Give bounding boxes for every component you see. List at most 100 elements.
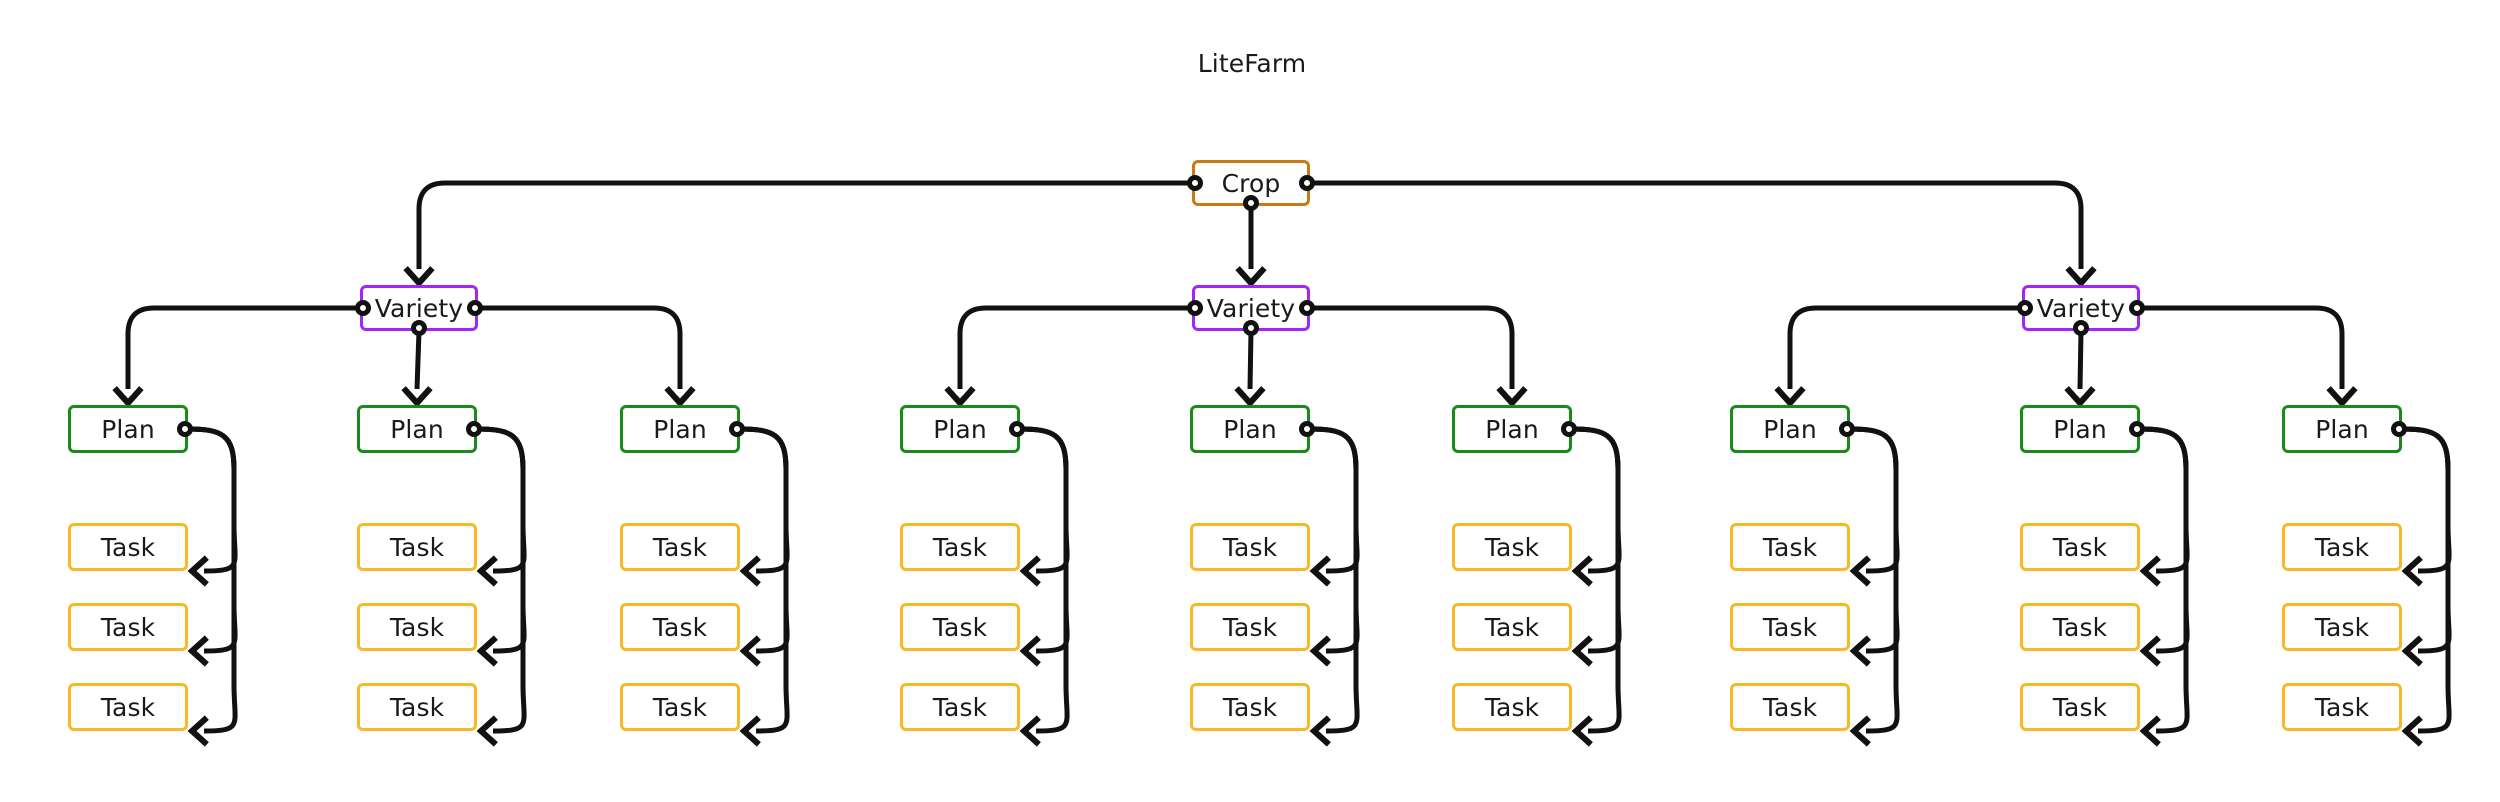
node-task-t7b[interactable]: Task xyxy=(1730,603,1850,651)
connection-handle-left[interactable] xyxy=(1187,300,1203,316)
connection-handle-left[interactable] xyxy=(1187,175,1203,191)
node-task-t6b[interactable]: Task xyxy=(1452,603,1572,651)
edge-p7-to-t7b xyxy=(1849,426,1900,654)
node-task-t8a[interactable]: Task xyxy=(2020,523,2140,571)
node-label: Plan xyxy=(1223,414,1277,444)
connection-handle-right[interactable] xyxy=(177,421,193,437)
node-label: Task xyxy=(2052,612,2108,642)
edge-v2-to-p5 xyxy=(1247,330,1254,390)
edge-p6-to-t6b-arrowhead xyxy=(1571,635,1593,667)
edge-p6-to-t6c-arrowhead xyxy=(1571,715,1593,747)
node-task-t4a[interactable]: Task xyxy=(900,523,1020,571)
node-plan-p1[interactable]: Plan xyxy=(68,405,193,453)
connection-handle-bottom[interactable] xyxy=(1243,195,1259,211)
node-plan-p9[interactable]: Plan xyxy=(2282,405,2407,453)
connection-handle-bottom[interactable] xyxy=(2073,320,2089,336)
edge-p4-to-t4a-arrowhead xyxy=(1019,555,1041,587)
connection-handle-right[interactable] xyxy=(1561,421,1577,437)
node-label: Task xyxy=(2314,532,2370,562)
node-variety-v2[interactable]: Variety xyxy=(1187,285,1315,336)
connection-handle-right[interactable] xyxy=(1839,421,1855,437)
node-variety-v3[interactable]: Variety xyxy=(2017,285,2145,336)
node-variety-v1[interactable]: Variety xyxy=(355,285,483,336)
connection-handle-right[interactable] xyxy=(1009,421,1025,437)
node-task-t5b[interactable]: Task xyxy=(1190,603,1310,651)
node-task-t3a[interactable]: Task xyxy=(620,523,740,571)
node-label: Plan xyxy=(101,414,155,444)
node-task-t8c[interactable]: Task xyxy=(2020,683,2140,731)
node-label: Task xyxy=(2314,612,2370,642)
node-task-t9b[interactable]: Task xyxy=(2282,603,2402,651)
edge-p6-to-t6a xyxy=(1571,426,1622,574)
node-plan-p6[interactable]: Plan xyxy=(1452,405,1577,453)
connection-handle-right[interactable] xyxy=(2129,300,2145,316)
node-task-t7c[interactable]: Task xyxy=(1730,683,1850,731)
edge-v3-to-p9-arrowhead xyxy=(2326,386,2358,408)
edge-p7-to-t7c-arrowhead xyxy=(1849,715,1871,747)
edge-p4-to-t4b xyxy=(1019,426,1070,654)
node-label: Plan xyxy=(1485,414,1539,444)
edge-p2-to-t2b-arrowhead xyxy=(476,635,498,667)
connection-handle-right[interactable] xyxy=(466,421,482,437)
connection-handle-bottom[interactable] xyxy=(1243,320,1259,336)
node-task-t9a[interactable]: Task xyxy=(2282,523,2402,571)
node-plan-p2[interactable]: Plan xyxy=(357,405,482,453)
node-plan-p8[interactable]: Plan xyxy=(2020,405,2145,453)
node-task-t5a[interactable]: Task xyxy=(1190,523,1310,571)
node-task-t9c[interactable]: Task xyxy=(2282,683,2402,731)
node-task-t6c[interactable]: Task xyxy=(1452,683,1572,731)
node-task-t3b[interactable]: Task xyxy=(620,603,740,651)
node-task-t5c[interactable]: Task xyxy=(1190,683,1310,731)
node-plan-p5[interactable]: Plan xyxy=(1190,405,1315,453)
connection-handle-right[interactable] xyxy=(2391,421,2407,437)
edge-v3-to-p7 xyxy=(1787,305,2022,389)
node-task-t4b[interactable]: Task xyxy=(900,603,1020,651)
node-plan-p4[interactable]: Plan xyxy=(900,405,1025,453)
node-label: Task xyxy=(1484,532,1540,562)
edge-p6-to-t6b xyxy=(1571,426,1622,654)
node-task-t1b[interactable]: Task xyxy=(68,603,188,651)
edge-p7-to-t7a-arrowhead xyxy=(1849,555,1871,587)
edge-p4-to-t4b-arrowhead xyxy=(1019,635,1041,667)
node-task-t1c[interactable]: Task xyxy=(68,683,188,731)
node-task-t3c[interactable]: Task xyxy=(620,683,740,731)
connection-handle-right[interactable] xyxy=(467,300,483,316)
node-task-t1a[interactable]: Task xyxy=(68,523,188,571)
node-label: LiteFarm xyxy=(1197,48,1307,78)
node-label: Task xyxy=(1762,532,1818,562)
connection-handle-right[interactable] xyxy=(729,421,745,437)
connection-handle-right[interactable] xyxy=(1299,175,1315,191)
edge-p5-to-t5b xyxy=(1309,426,1360,654)
node-task-t8b[interactable]: Task xyxy=(2020,603,2140,651)
connection-handle-right[interactable] xyxy=(1299,421,1315,437)
node-plan-p7[interactable]: Plan xyxy=(1730,405,1855,453)
connection-handle-bottom[interactable] xyxy=(411,320,427,336)
node-label: Task xyxy=(389,692,445,722)
node-label: Task xyxy=(932,532,988,562)
edge-v2-to-p5-arrowhead xyxy=(1234,386,1266,408)
node-label: Task xyxy=(1222,612,1278,642)
node-label: Task xyxy=(389,532,445,562)
node-root-litefarm[interactable]: LiteFarm xyxy=(1178,40,1326,86)
edge-crop-to-v1-arrowhead xyxy=(403,266,435,288)
connection-handle-right[interactable] xyxy=(1299,300,1315,316)
node-task-t2c[interactable]: Task xyxy=(357,683,477,731)
node-label: Task xyxy=(1484,612,1540,642)
node-crop-crop[interactable]: Crop xyxy=(1187,160,1315,211)
node-task-t2a[interactable]: Task xyxy=(357,523,477,571)
node-task-t2b[interactable]: Task xyxy=(357,603,477,651)
edge-v1-to-p3-arrowhead xyxy=(664,386,696,408)
node-task-t6a[interactable]: Task xyxy=(1452,523,1572,571)
node-plan-p3[interactable]: Plan xyxy=(620,405,745,453)
node-task-t7a[interactable]: Task xyxy=(1730,523,1850,571)
edge-p1-to-t1b xyxy=(187,426,238,654)
connection-handle-right[interactable] xyxy=(2129,421,2145,437)
node-task-t4c[interactable]: Task xyxy=(900,683,1020,731)
edge-p3-to-t3c xyxy=(739,426,790,734)
connection-handle-left[interactable] xyxy=(2017,300,2033,316)
edge-p9-to-t9b-arrowhead xyxy=(2401,635,2423,667)
edge-p2-to-t2a xyxy=(476,426,527,574)
connection-handle-left[interactable] xyxy=(355,300,371,316)
